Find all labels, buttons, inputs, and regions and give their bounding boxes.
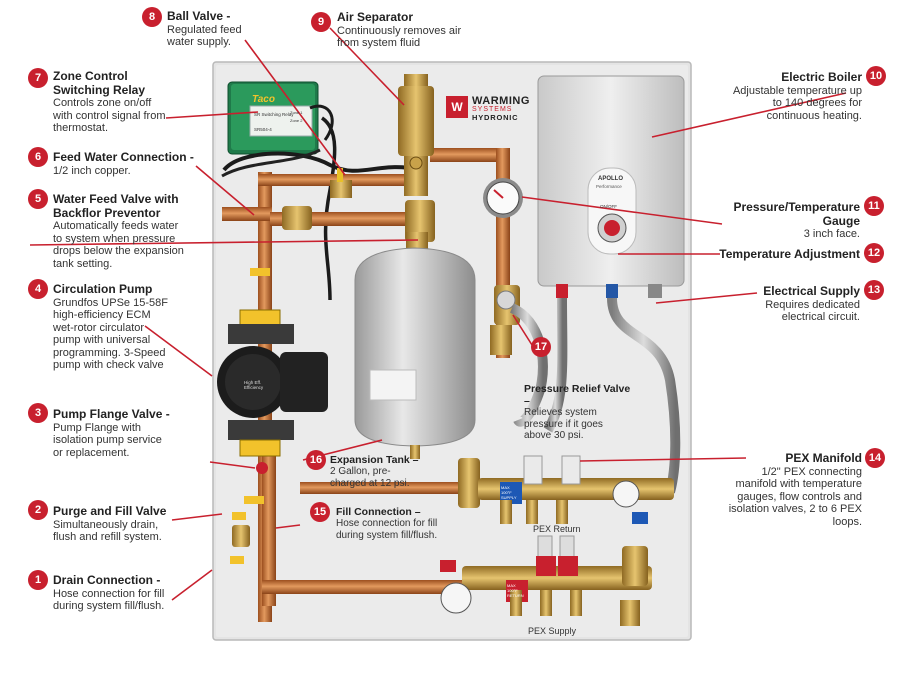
badge-14: 14 xyxy=(865,448,885,468)
callout-9: Air Separator Continuously removes air f… xyxy=(337,10,467,50)
expansion-tank xyxy=(354,232,476,459)
svg-text:Taco: Taco xyxy=(252,94,275,105)
callout-16-desc: 2 Gallon, pre-charged at 12 psi. xyxy=(330,466,410,489)
manifold-return-tag: MAX 100°F SUPPLY xyxy=(501,485,517,500)
callout-13-title: Electrical Supply xyxy=(763,284,860,298)
pressure-gauge xyxy=(483,178,523,218)
callout-10: Electric Boiler Adjustable temperature u… xyxy=(730,70,862,122)
callout-17-desc: Relieves system pressure if it goes abov… xyxy=(524,407,603,441)
callout-6-title: Feed Water Connection - xyxy=(53,150,194,164)
badge-5: 5 xyxy=(28,189,48,209)
callout-1-title: Drain Connection - xyxy=(53,573,161,587)
callout-10-desc: Adjustable temperature up to 140 degrees… xyxy=(732,84,862,122)
callout-7: Zone Control Switching Relay Controls zo… xyxy=(53,69,171,135)
badge-17: 17 xyxy=(531,337,551,357)
callout-4-title: Circulation Pump xyxy=(53,282,153,296)
badge-9: 9 xyxy=(311,12,331,32)
callout-2-desc: Simultaneously drain, flush and refill s… xyxy=(53,518,162,544)
logo-mark-icon: W xyxy=(446,96,468,118)
callout-17-title: Pressure Relief Valve – xyxy=(524,383,631,407)
pex-manifold xyxy=(440,455,674,626)
electric-boiler xyxy=(537,75,685,298)
badge-6: 6 xyxy=(28,147,48,167)
callout-2-title: Purge and Fill Valve xyxy=(53,504,167,518)
leader-lines xyxy=(29,27,847,601)
callout-5-desc: Automatically feeds water to system when… xyxy=(53,220,184,270)
boiler-switch-label: ON/OFF xyxy=(600,204,617,209)
logo-text-2: SYSTEMS xyxy=(472,106,513,113)
callout-6: Feed Water Connection - 1/2 inch copper. xyxy=(53,150,203,177)
badge-2: 2 xyxy=(28,500,48,520)
relay-zone2-label: Zone 2 xyxy=(290,118,303,123)
callout-4-desc: Grundfos UPSe 15-58F high-efficiency ECM… xyxy=(53,296,168,372)
callout-14: PEX Manifold 1/2" PEX connecting manifol… xyxy=(726,451,862,528)
callout-10-title: Electric Boiler xyxy=(781,70,862,84)
callout-12: Temperature Adjustment xyxy=(718,247,860,262)
boiler-sub-label: Performance xyxy=(596,184,622,189)
callout-8: Ball Valve - Regulated feed water supply… xyxy=(167,9,267,49)
badge-3: 3 xyxy=(28,403,48,423)
callout-16-title: Expansion Tank – xyxy=(330,454,419,466)
callout-1: Drain Connection - Hose connection for f… xyxy=(53,573,183,613)
callout-13: Electrical Supply Requires dedicated ele… xyxy=(748,284,860,324)
callout-14-desc: 1/2" PEX connecting manifold with temper… xyxy=(728,465,862,528)
switching-relay: Taco xyxy=(227,81,319,155)
badge-16: 16 xyxy=(306,450,326,470)
badge-7: 7 xyxy=(28,68,48,88)
relay-zone1-label: Zone 1 xyxy=(290,110,303,115)
callout-6-desc: 1/2 inch copper. xyxy=(53,164,131,177)
badge-11: 11 xyxy=(864,196,884,216)
callout-3: Pump Flange Valve - Pump Flange with iso… xyxy=(53,407,173,459)
badge-1: 1 xyxy=(28,570,48,590)
callout-9-title: Air Separator xyxy=(337,10,414,24)
pump-label: High Eff. Efficiency xyxy=(244,380,264,390)
callout-4: Circulation Pump Grundfos UPSe 15-58F hi… xyxy=(53,282,173,372)
air-separator xyxy=(398,74,434,196)
badge-4: 4 xyxy=(28,279,48,299)
callout-5: Water Feed Valve with Backflor Preventor… xyxy=(53,192,185,270)
boiler-brand-label: APOLLO xyxy=(598,176,623,182)
callout-14-title: PEX Manifold xyxy=(785,451,862,465)
logo-text-1: WARMING xyxy=(472,95,530,107)
badge-10: 10 xyxy=(866,66,886,86)
callout-7-desc: Controls zone on/off with control signal… xyxy=(53,97,166,134)
callout-16: Expansion Tank – 2 Gallon, pre-charged a… xyxy=(330,454,426,489)
callout-13-desc: Requires dedicated electrical circuit. xyxy=(765,298,860,324)
callout-2: Purge and Fill Valve Simultaneously drai… xyxy=(53,504,171,544)
callout-11: Pressure/Temperature Gauge 3 inch face. xyxy=(718,200,860,241)
callout-7-title: Zone Control Switching Relay xyxy=(53,69,146,97)
callout-1-desc: Hose connection for fill during system f… xyxy=(53,587,165,613)
badge-12: 12 xyxy=(864,243,884,263)
logo-text-3: HYDRONIC xyxy=(472,113,519,122)
callout-9-desc: Continuously removes air from system flu… xyxy=(337,24,462,50)
callout-12-title: Temperature Adjustment xyxy=(719,247,860,261)
manifold-supply-tag: MAX 100°F RETURN xyxy=(507,583,524,598)
callout-3-title: Pump Flange Valve - xyxy=(53,407,170,421)
callout-8-desc: Regulated feed water supply. xyxy=(167,23,242,49)
callout-11-title: Pressure/Temperature Gauge xyxy=(733,200,860,228)
badge-8: 8 xyxy=(142,7,162,27)
badge-15: 15 xyxy=(310,502,330,522)
callout-3-desc: Pump Flange with isolation pump service … xyxy=(53,421,162,459)
callout-17: Pressure Relief Valve – Relieves system … xyxy=(524,383,632,442)
circulation-pump xyxy=(217,309,328,457)
relay-model-label: SR Switching Relay xyxy=(254,112,294,117)
callout-15-title: Fill Connection – xyxy=(336,506,421,518)
callout-8-title: Ball Valve - xyxy=(167,9,231,23)
pex-return-label: PEX Return xyxy=(533,524,581,534)
badge-13: 13 xyxy=(864,280,884,300)
callout-11-desc: 3 inch face. xyxy=(803,228,860,240)
callout-15-desc: Hose connection for fill during system f… xyxy=(336,518,438,541)
pex-supply-label: PEX Supply xyxy=(528,626,577,636)
callout-5-title: Water Feed Valve with Backflor Preventor xyxy=(53,192,179,220)
relay-part-label: SR504-4 xyxy=(254,127,272,132)
callout-15: Fill Connection – Hose connection for fi… xyxy=(336,506,446,541)
